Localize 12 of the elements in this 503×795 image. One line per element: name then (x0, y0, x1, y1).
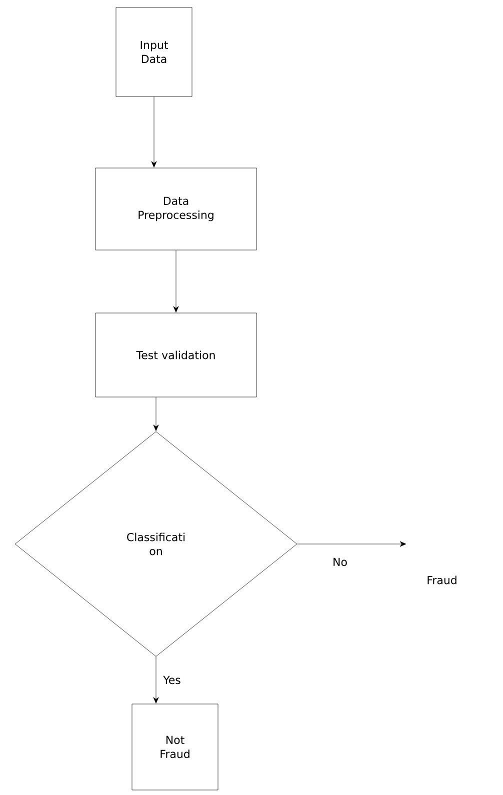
result-text: Fraud (428, 576, 456, 584)
process-box: Not Fraud (132, 704, 218, 790)
arrow (153, 397, 159, 431)
process-box: Data Preprocessing (95, 168, 257, 250)
arrow (153, 656, 159, 704)
arrow (173, 250, 179, 312)
edge-label: Yes (162, 674, 182, 686)
process-box: Test validation (95, 312, 257, 398)
arrow (151, 96, 157, 168)
arrow (297, 541, 406, 547)
process-box: Input Data (116, 7, 192, 97)
edge-label: No (332, 556, 348, 568)
